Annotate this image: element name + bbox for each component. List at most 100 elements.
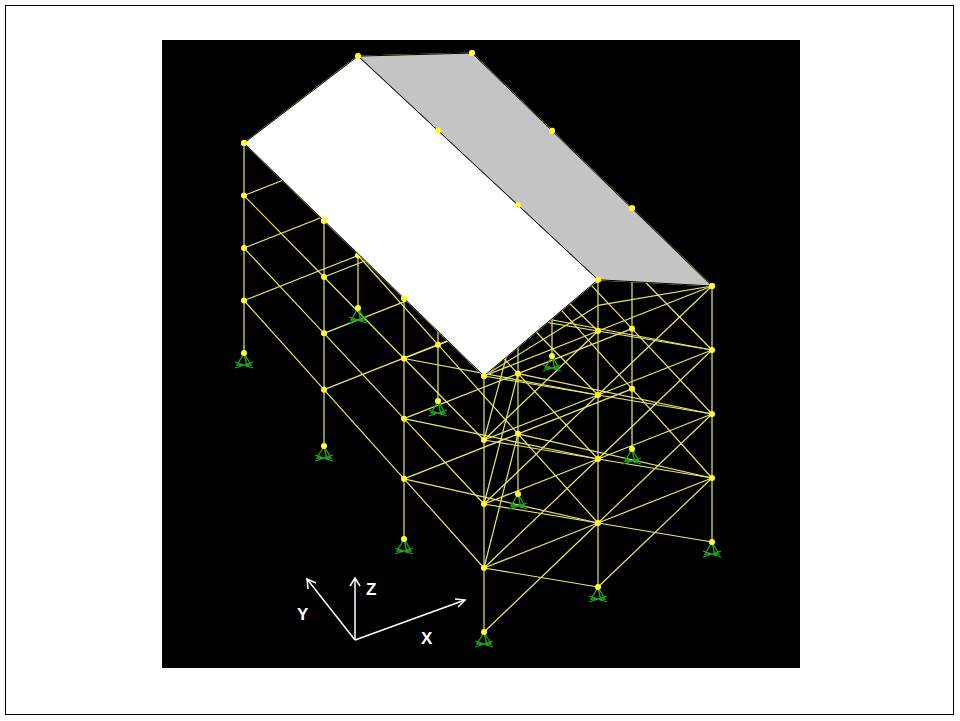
viewport-panel (162, 40, 800, 668)
joint-dot (481, 373, 487, 379)
joint-dot (321, 330, 327, 336)
beam-member (598, 286, 712, 331)
brace-member (484, 523, 598, 632)
joint-dot (515, 371, 521, 377)
joint-dot (355, 305, 361, 311)
joint-dot (241, 140, 247, 146)
beam-member (324, 277, 404, 358)
beam-member (244, 301, 324, 390)
joint-dot (481, 373, 487, 379)
beam-member (404, 434, 518, 479)
joint-dot (241, 193, 247, 199)
brace-member (484, 568, 598, 587)
joint-dot (515, 491, 521, 497)
joint-dot (629, 446, 635, 452)
joint-dot (549, 128, 555, 134)
y-axis (307, 579, 355, 640)
roof-front-plane (244, 56, 598, 376)
joint-dot (321, 274, 327, 280)
beam-member (244, 248, 324, 333)
beam-member (518, 434, 598, 523)
truss-diagonal (598, 286, 712, 305)
beam-member (518, 329, 632, 374)
joint-dot (401, 416, 407, 422)
joint-dot (401, 295, 407, 301)
beam-member (598, 414, 712, 459)
joint-dot (515, 202, 521, 208)
joint-dot (481, 565, 487, 571)
beam-member (404, 419, 484, 504)
joint-dot (709, 539, 715, 545)
y-arrowhead (307, 579, 316, 589)
joint-dot (241, 140, 247, 146)
brace-member (484, 459, 598, 568)
joint-dot (435, 128, 441, 134)
floor-brace (404, 359, 598, 395)
beam-member (324, 390, 404, 479)
beam-member (598, 478, 712, 523)
floor-brace (518, 374, 712, 414)
joint-dot (549, 353, 555, 359)
brace-member (598, 478, 712, 587)
beam-member (632, 389, 712, 478)
floor-brace (404, 419, 598, 459)
joint-dot (629, 326, 635, 332)
joint-dot (435, 398, 441, 404)
brace-member (598, 286, 712, 395)
beam-member (404, 359, 484, 440)
joint-dot (595, 520, 601, 526)
joint-dot (549, 128, 555, 134)
x-axis (355, 600, 465, 640)
joint-dot (321, 218, 327, 224)
joint-dot (595, 456, 601, 462)
joint-dot (481, 501, 487, 507)
brace-member (598, 414, 712, 523)
joint-dot (241, 245, 247, 251)
joint-dot (401, 476, 407, 482)
brace-member (598, 523, 712, 542)
floor-brace (518, 434, 712, 478)
joint-dot (629, 205, 635, 211)
beam-member (484, 459, 598, 504)
joint-dot (469, 50, 475, 56)
brace-member (598, 395, 712, 414)
beam-member (484, 523, 598, 568)
joint-dot (595, 392, 601, 398)
joint-dot (709, 347, 715, 353)
beam-member (484, 395, 598, 440)
joint-dot (709, 283, 715, 289)
joint-dot (321, 443, 327, 449)
joint-dot (401, 356, 407, 362)
joint-dot (355, 53, 361, 59)
brace-member (598, 350, 712, 459)
z-axis (354, 578, 356, 640)
axis-label: X (421, 630, 432, 647)
floor-brace (404, 479, 598, 523)
brace-member (484, 504, 598, 523)
brace-member (598, 459, 712, 478)
beam-member (632, 329, 712, 414)
frame-model (235, 50, 721, 647)
joint-dot (709, 411, 715, 417)
x-arrowhead (455, 599, 465, 607)
joint-dot (629, 205, 635, 211)
axis-triad (307, 578, 465, 640)
joint-dot (401, 536, 407, 542)
beam-member (518, 374, 598, 459)
joint-dot (481, 629, 487, 635)
joint-dot (481, 437, 487, 443)
joint-dot (469, 50, 475, 56)
beam-member (598, 350, 712, 395)
joint-dot (241, 298, 247, 304)
joint-dot (321, 387, 327, 393)
joint-dot (629, 386, 635, 392)
beam-member (404, 374, 518, 419)
beam-member (404, 479, 484, 568)
joint-dot (435, 342, 441, 348)
joint-dot (709, 283, 715, 289)
joint-dot (241, 350, 247, 356)
joint-dot (595, 584, 601, 590)
joint-dot (595, 328, 601, 334)
beam-member (518, 389, 632, 434)
